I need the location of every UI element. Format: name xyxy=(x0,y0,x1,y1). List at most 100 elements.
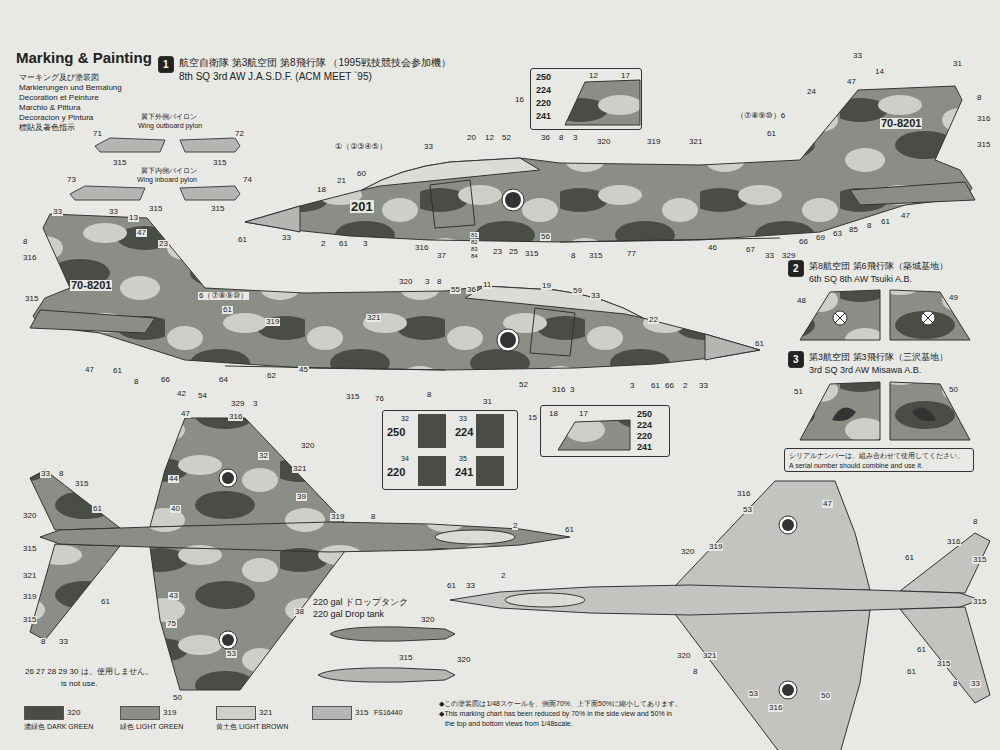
callout-number: 321 xyxy=(366,314,381,322)
callout-number: 63 xyxy=(832,230,843,238)
callout-number: 39 xyxy=(296,493,307,501)
callout-number: 23 xyxy=(492,248,503,256)
decal-number: 2 xyxy=(793,264,799,274)
note-text: Decoracion y Pintura xyxy=(18,114,94,122)
note-text: 70-8201 xyxy=(70,280,112,291)
callout-number: 315 xyxy=(212,159,227,167)
callout-number: 315 xyxy=(524,250,539,258)
callout-number: 25 xyxy=(508,248,519,256)
callout-number: 315 xyxy=(22,545,37,553)
color-swatch xyxy=(24,706,64,720)
callout-number: 315 xyxy=(24,295,39,303)
scheme-number-badge: 1 xyxy=(158,56,174,73)
decal-number: 224 xyxy=(536,86,551,95)
callout-number: 31 xyxy=(952,60,963,68)
callout-number: 321 xyxy=(702,652,717,660)
callout-number: 320 xyxy=(300,442,315,450)
callout-number: 11 xyxy=(482,281,492,289)
callout-number: 315 xyxy=(74,480,89,488)
callout-number: 61 xyxy=(338,240,349,248)
note-text: 6（⑦⑧⑨⑩） xyxy=(198,292,249,300)
legend-text: 緑色 LIGHT GREEN xyxy=(120,723,183,730)
note-text: （⑦⑧⑨⑩）6 xyxy=(735,112,786,120)
callout-number: 8 xyxy=(436,278,442,286)
note-text: is not use. xyxy=(60,680,98,688)
callout-number: 315 xyxy=(148,205,163,213)
note-text: 第8航空団 第6飛行隊（築城基地） xyxy=(808,262,949,271)
decal-number: 35 xyxy=(459,455,467,462)
callout-number: 321 xyxy=(688,138,703,146)
callout-number: 59 xyxy=(572,287,583,295)
callout-number: 315 xyxy=(398,654,413,662)
callout-number: 320 xyxy=(22,512,37,520)
callout-number: 316 xyxy=(228,413,243,421)
callout-number: 52 xyxy=(518,381,529,389)
callout-number: 47 xyxy=(822,500,833,508)
callout-number: 85 xyxy=(848,226,859,234)
callout-number: 316 xyxy=(768,704,783,712)
callout-number: 8 xyxy=(426,391,432,399)
callout-number: 320 xyxy=(676,652,691,660)
callout-number: 61 xyxy=(112,367,123,375)
callout-number: 8 xyxy=(952,680,958,688)
callout-number: 61 xyxy=(564,526,575,534)
callout-number: 320 xyxy=(420,616,435,624)
note-text: 標貼及著色指示 xyxy=(18,124,76,132)
callout-number: 84 xyxy=(470,253,479,259)
note-text: Wing outboard pylon xyxy=(137,122,203,129)
callout-number: 49 xyxy=(948,294,959,302)
callout-number: 61 xyxy=(904,554,915,562)
callout-number: 316 xyxy=(414,244,429,252)
callout-number: 37 xyxy=(436,252,447,260)
callout-number: 33 xyxy=(281,234,292,242)
color-swatch xyxy=(216,706,256,720)
callout-number: 69 xyxy=(815,234,826,242)
callout-number: 319 xyxy=(708,543,723,551)
callout-number: 319 xyxy=(22,593,37,601)
callout-number: 33 xyxy=(40,470,51,478)
callout-number: 8 xyxy=(22,238,28,246)
decal-number: 250 xyxy=(536,73,551,82)
decal-number: 34 xyxy=(401,455,409,462)
callout-number: 3 xyxy=(569,386,575,394)
callout-number: 18 xyxy=(316,186,327,194)
callout-number: 8 xyxy=(972,518,978,526)
callout-number: 62 xyxy=(266,372,277,380)
callout-number: 61 xyxy=(766,130,777,138)
decal-number: 18 xyxy=(549,410,558,418)
callout-number: 321 xyxy=(292,465,307,473)
note-text: 220 gal Drop tank xyxy=(312,610,385,619)
note-text: Marchio & Pittura xyxy=(18,104,81,112)
callout-number: 47 xyxy=(84,366,95,374)
callout-number: 53 xyxy=(742,506,753,514)
callout-number: 8 xyxy=(866,222,872,230)
callout-number: 8 xyxy=(370,513,376,521)
callout-number: 316 xyxy=(551,386,566,394)
callout-number: 319 xyxy=(646,138,661,146)
decal-number: 220 xyxy=(637,432,652,441)
note-text: シリアルナンバーは、組み合わせて使用してください。 xyxy=(789,452,964,459)
decal-box: 1817250224220241 xyxy=(540,405,670,457)
decal-number: 17 xyxy=(579,410,588,418)
legend-text: 濃緑色 DARK GREEN xyxy=(24,723,93,730)
callout-number: 8 xyxy=(58,470,64,478)
decal-number: 241 xyxy=(637,443,652,452)
chart-title: Marking & Painting xyxy=(16,50,152,65)
callout-number: 48 xyxy=(796,297,807,305)
callout-number: 53 xyxy=(748,690,759,698)
callout-number: 315 xyxy=(112,159,127,167)
callout-number: 67 xyxy=(745,246,756,254)
callout-number: 42 xyxy=(176,390,187,398)
callout-number: 36 xyxy=(540,134,551,142)
callout-number: 8 xyxy=(570,252,576,260)
decal-box: 2502242202411217 xyxy=(530,68,642,130)
decal-number: 33 xyxy=(459,415,467,422)
note-text: Wing inboard pylon xyxy=(136,176,198,183)
callout-number: 50 xyxy=(820,692,831,700)
callout-number: 319 xyxy=(265,318,280,326)
note-text: 8th SQ 3rd AW J.A.S.D.F. (ACM MEET `95) xyxy=(178,72,373,82)
callout-number: 54 xyxy=(197,392,208,400)
callout-number: 316 xyxy=(976,115,991,123)
callout-number: 316 xyxy=(736,490,751,498)
callout-number: 50 xyxy=(172,694,183,702)
